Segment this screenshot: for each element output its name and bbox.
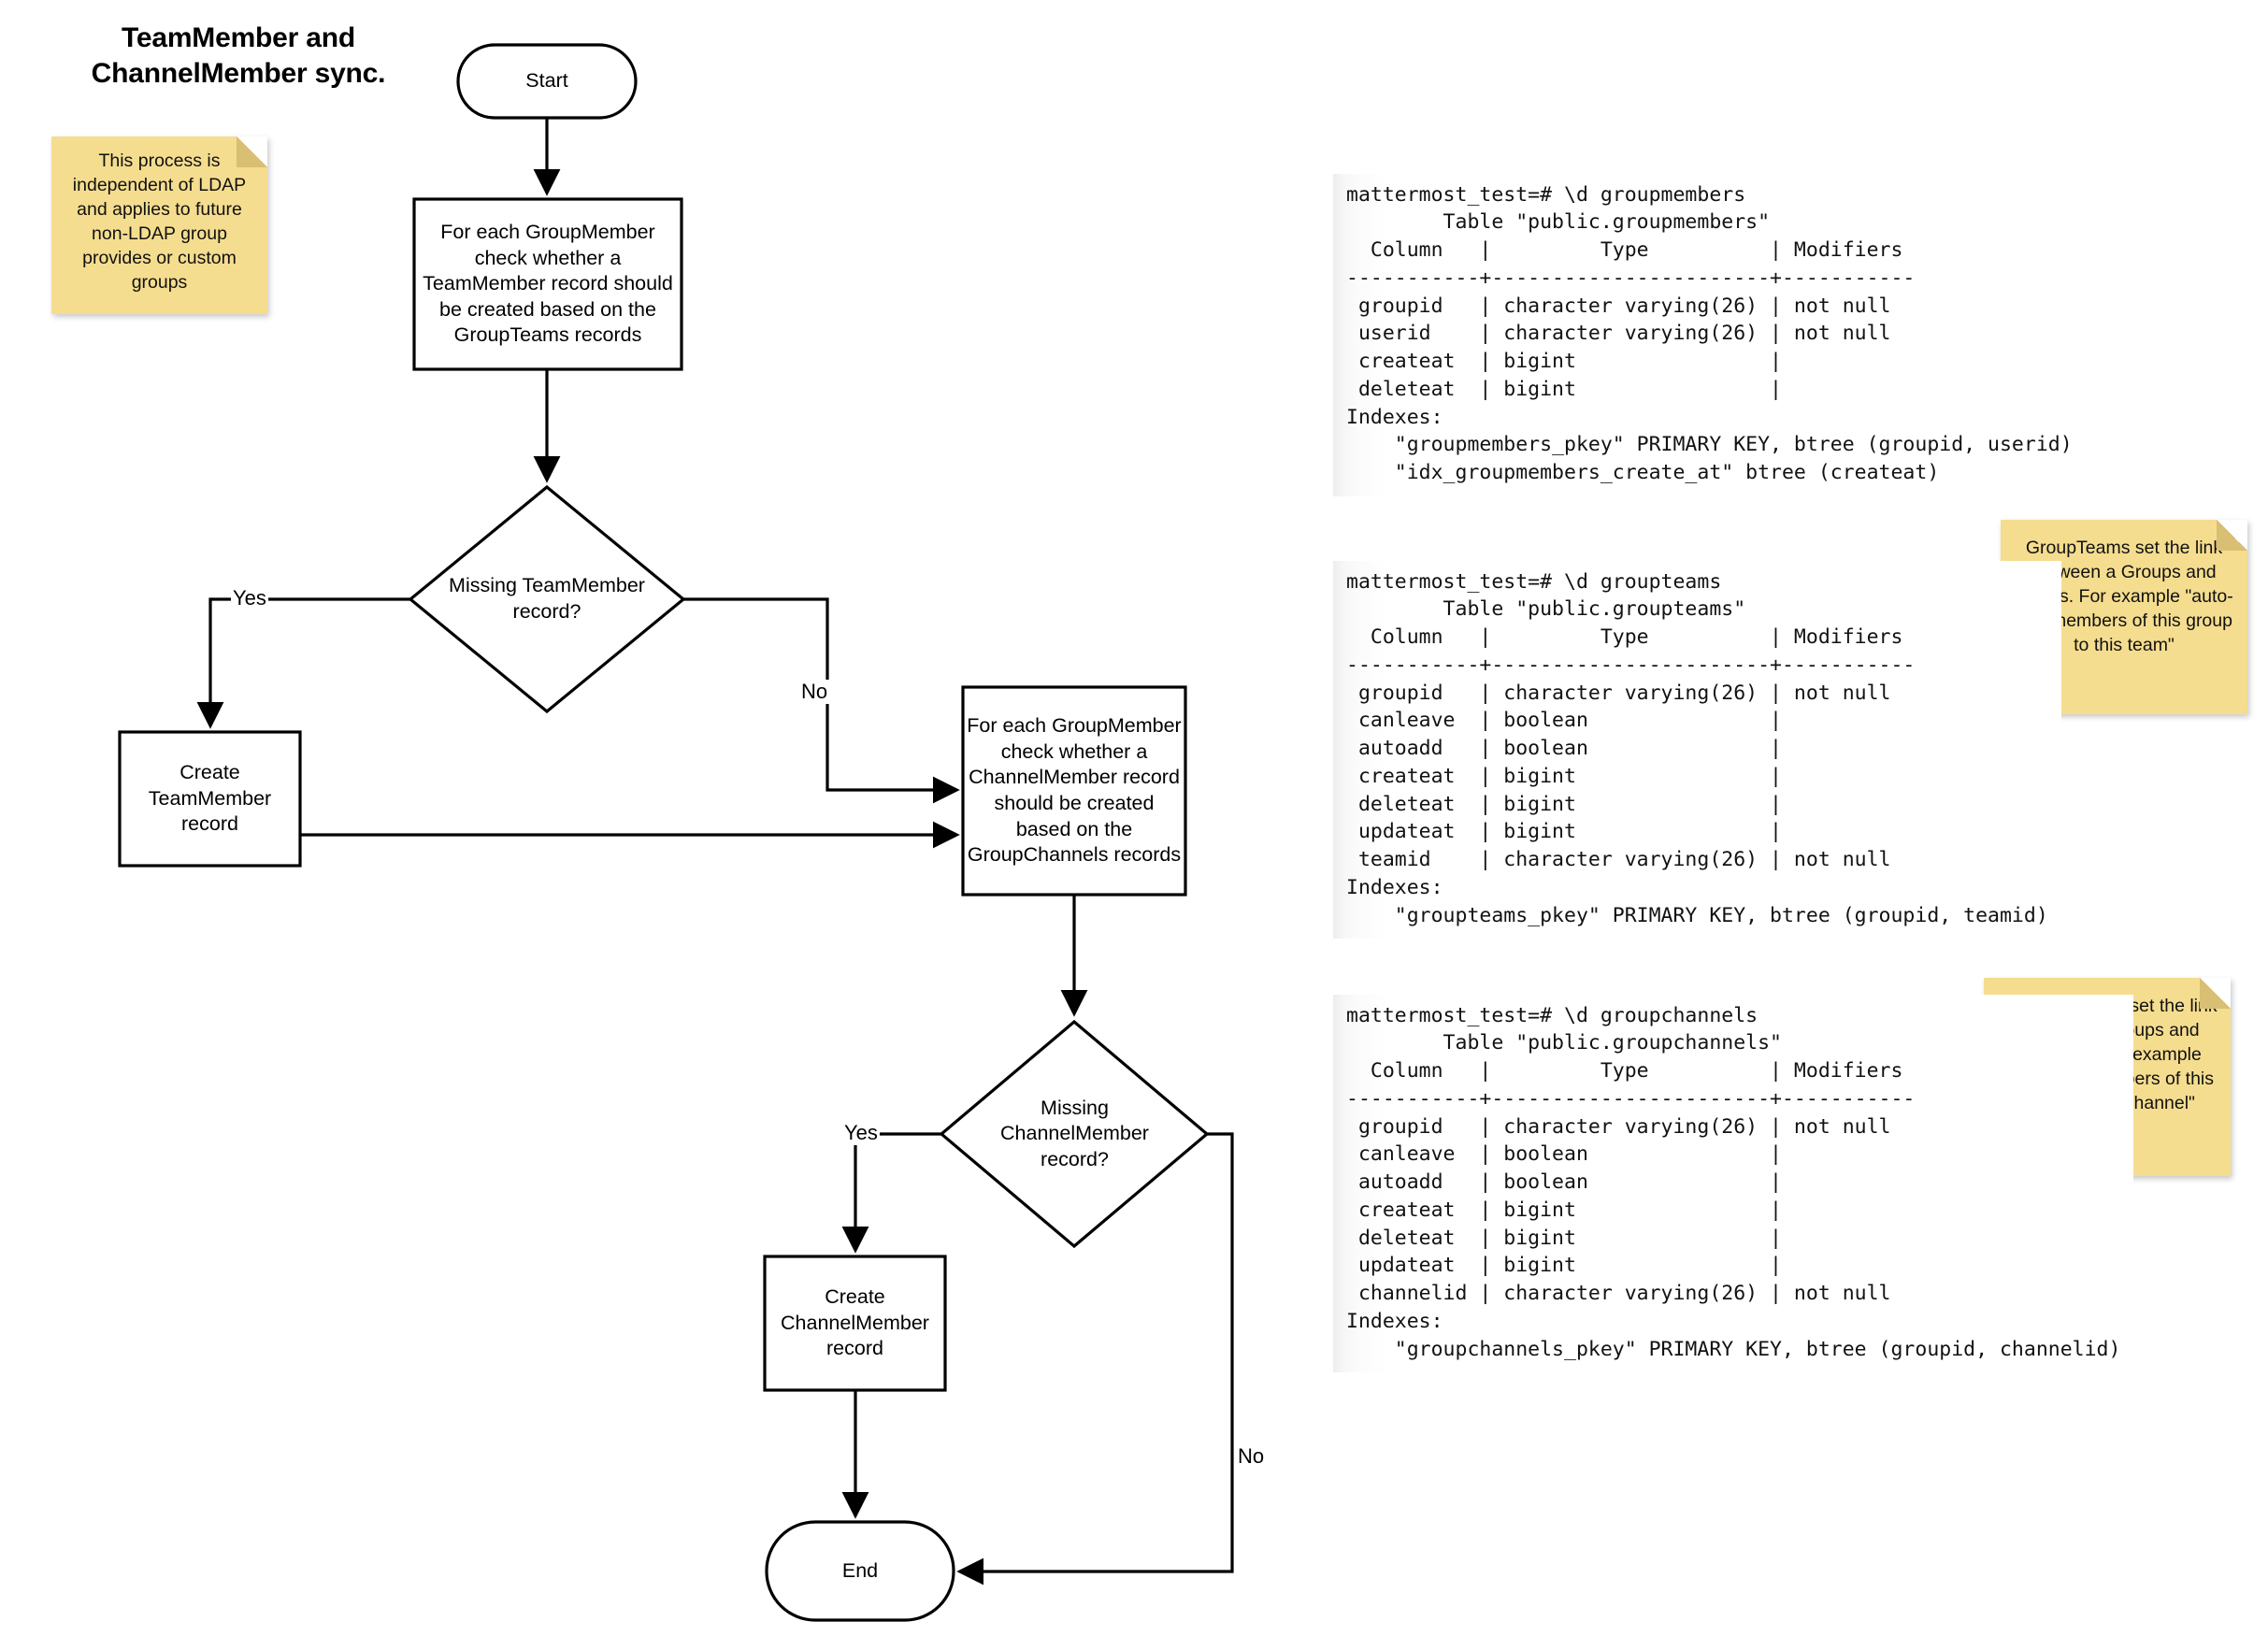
edge-decision-team-yes	[196, 597, 410, 729]
sticky-note-ldap-text: This process is independent of LDAP and …	[72, 151, 247, 293]
node-create-team-shape	[118, 730, 302, 868]
node-create-channel-shape	[763, 1255, 947, 1392]
node-create-channel-label: Create ChannelMember record	[781, 1285, 929, 1360]
note-fold-icon	[2200, 978, 2231, 1009]
node-decision-channel-shape	[939, 1019, 1210, 1249]
node-process-channels-shape	[961, 685, 1187, 897]
note-fold-icon	[2217, 520, 2247, 551]
edge-label-channel-yes: Yes	[842, 1121, 880, 1145]
edge-decision-channel-no	[956, 1132, 1234, 1586]
node-start-label: Start	[525, 69, 568, 93]
page-title: TeamMember and ChannelMember sync.	[91, 22, 386, 89]
psql-output-groupchannels: mattermost_test=# \d groupchannels Table…	[1333, 994, 2134, 1373]
psql-output-groupteams: mattermost_test=# \d groupteams Table "p…	[1333, 560, 2061, 940]
edge-label-channel-no: No	[1236, 1444, 1267, 1469]
edge-decision-channel-yes	[841, 1132, 941, 1254]
node-decision-team-label: Missing TeamMember record?	[449, 574, 645, 623]
node-decision-channel-label: Missing ChannelMember record?	[1000, 1096, 1149, 1170]
flowchart-canvas	[118, 43, 1234, 1622]
edge-label-team-yes: Yes	[231, 586, 268, 610]
node-process-teams-shape	[412, 197, 683, 371]
sticky-note-groupteams-text: GroupTeams set the link between a Groups…	[2015, 538, 2233, 655]
psql-output-groupmembers: mattermost_test=# \d groupmembers Table …	[1333, 173, 2086, 496]
node-create-team-label: Create TeamMember record	[148, 761, 272, 836]
node-end-shape	[765, 1520, 955, 1622]
node-process-channels-label: For each GroupMember check whether a Cha…	[967, 714, 1182, 867]
node-end-label: End	[841, 1558, 879, 1582]
edge-label-team-no: No	[799, 680, 830, 704]
node-process-teams-label: For each GroupMember check whether a Tea…	[423, 221, 673, 347]
note-fold-icon	[237, 136, 267, 167]
sticky-note-ldap: This process is independent of LDAP and …	[51, 136, 267, 314]
node-decision-team-shape	[408, 484, 686, 714]
